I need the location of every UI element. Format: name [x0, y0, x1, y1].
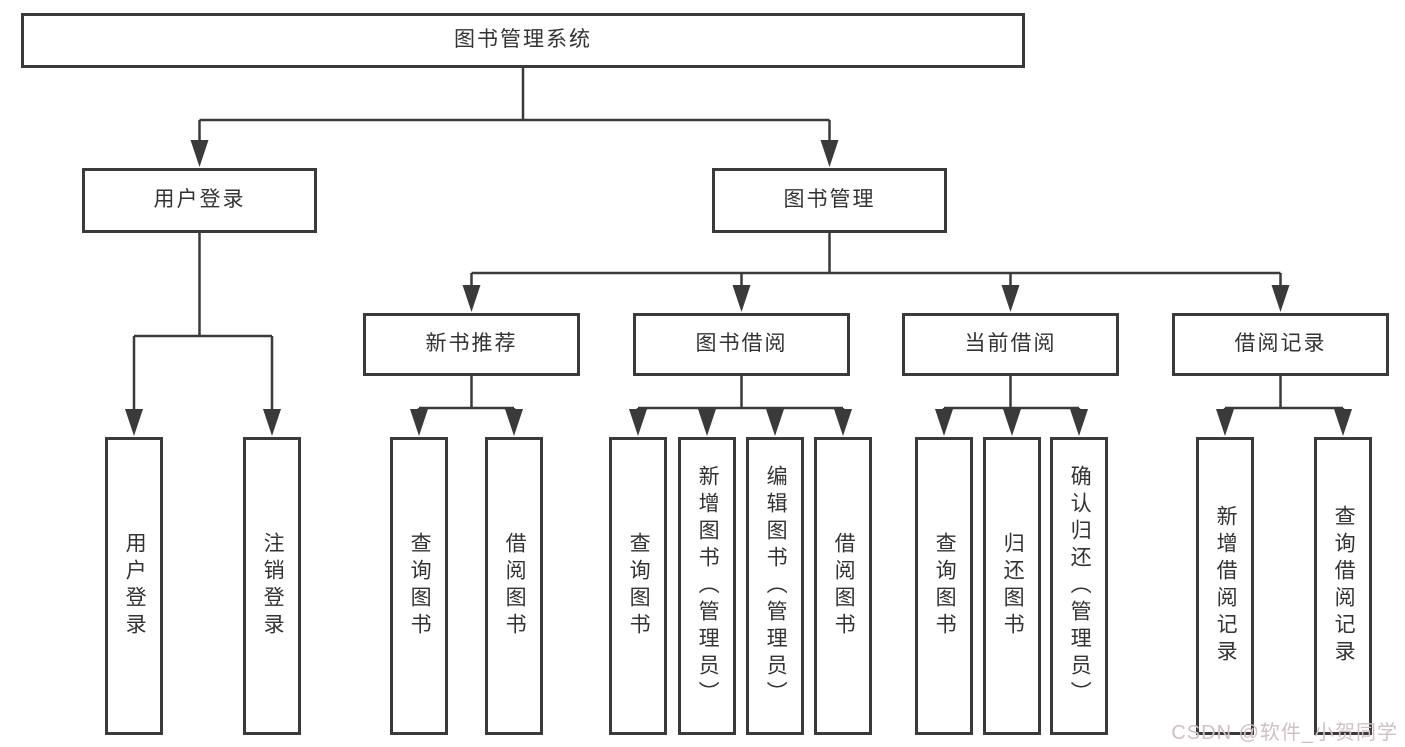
- arrow-down-icon: [190, 140, 209, 167]
- node-borrowing-records: 借阅记录: [1172, 313, 1389, 376]
- leaf-query-books-current: 查询图书: [915, 437, 973, 735]
- arrow-down-icon: [820, 140, 839, 167]
- leaf-edit-books-admin: 编辑图书（管理员）: [746, 437, 804, 735]
- arrow-down-icon: [1003, 409, 1021, 436]
- leaf-query-books-borrowing: 查询图书: [609, 437, 667, 735]
- arrow-down-icon: [834, 409, 852, 436]
- leaf-borrow-books: 借阅图书: [814, 437, 872, 735]
- leaf-query-borrow-record: 查询借阅记录: [1314, 437, 1372, 735]
- arrow-down-icon: [935, 409, 953, 436]
- arrow-down-icon: [1216, 409, 1234, 436]
- leaf-logout: 注销登录: [243, 437, 301, 735]
- arrow-down-icon: [629, 409, 647, 436]
- arrow-down-icon: [410, 409, 428, 436]
- arrow-down-icon: [698, 409, 716, 436]
- leaf-query-books-recommend: 查询图书: [390, 437, 448, 735]
- arrow-down-icon: [1334, 409, 1352, 436]
- csdn-watermark: CSDN @软件_小贺同学: [1171, 722, 1398, 744]
- arrow-down-icon: [263, 409, 281, 436]
- leaf-borrow-books-recommend: 借阅图书: [485, 437, 543, 735]
- node-new-book-recommendation: 新书推荐: [363, 313, 580, 376]
- leaf-add-books-admin: 新增图书（管理员）: [678, 437, 736, 735]
- arrow-down-icon: [1070, 409, 1088, 436]
- leaf-user-login: 用户登录: [105, 437, 163, 735]
- arrow-down-icon: [462, 285, 481, 312]
- node-book-borrowing: 图书借阅: [633, 313, 850, 376]
- node-book-management: 图书管理: [712, 168, 947, 233]
- arrow-down-icon: [1001, 285, 1020, 312]
- leaf-confirm-return-admin: 确认归还（管理员）: [1050, 437, 1108, 735]
- leaf-return-books: 归还图书: [983, 437, 1041, 735]
- arrow-down-icon: [125, 409, 143, 436]
- arrow-down-icon: [766, 409, 784, 436]
- leaf-add-borrow-record: 新增借阅记录: [1196, 437, 1254, 735]
- node-library-management-system: 图书管理系统: [21, 13, 1025, 68]
- node-current-borrowing: 当前借阅: [902, 313, 1119, 376]
- arrow-down-icon: [732, 285, 751, 312]
- node-user-login: 用户登录: [82, 168, 317, 233]
- arrow-down-icon: [505, 409, 523, 436]
- arrow-down-icon: [1271, 285, 1290, 312]
